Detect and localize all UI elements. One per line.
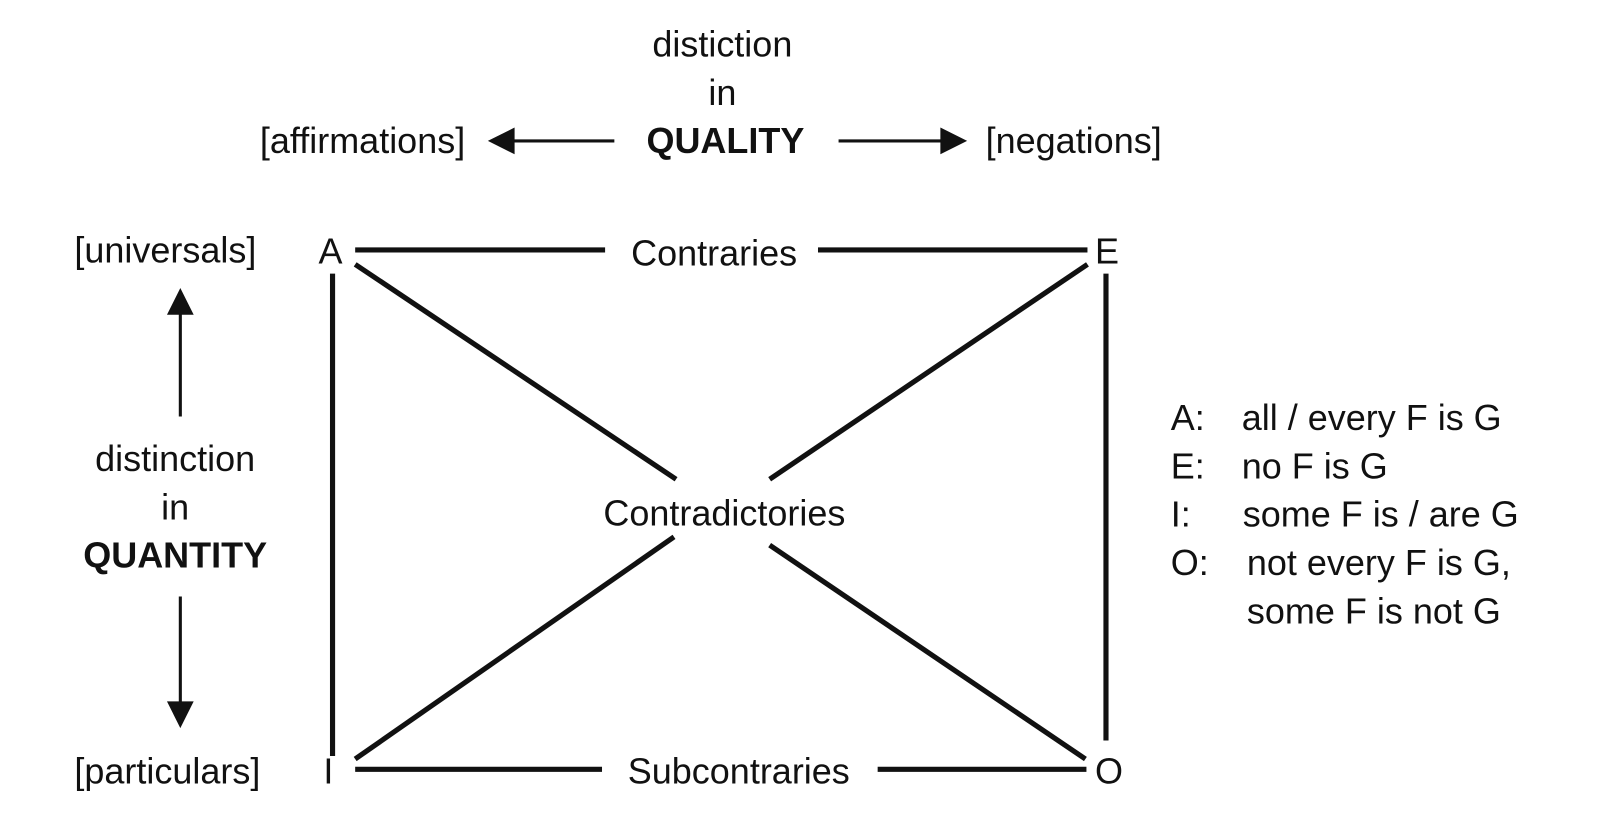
- particulars-label: [particulars]: [74, 751, 260, 792]
- quality-line2: in: [708, 72, 736, 113]
- legend-text-o: not every F is G,: [1247, 542, 1511, 583]
- subcontraries-label: Subcontraries: [628, 751, 850, 792]
- legend-text-a: all / every F is G: [1242, 397, 1502, 438]
- legend: A: all / every F is G E: no F is G I: so…: [1171, 397, 1519, 631]
- diagonal-a-o-lower: [768, 542, 1087, 762]
- universals-label: [universals]: [74, 229, 256, 270]
- corner-i: I: [323, 751, 333, 792]
- quantity-line2: in: [161, 486, 189, 527]
- contraries-label: Contraries: [631, 232, 797, 273]
- corner-a: A: [318, 230, 342, 271]
- legend-key-i: I:: [1171, 494, 1191, 535]
- diagonal-e-i-upper: [768, 262, 1089, 482]
- arrow-up-icon: [166, 287, 194, 417]
- affirmations-label: [affirmations]: [260, 120, 465, 161]
- corner-e: E: [1095, 230, 1119, 271]
- quantity-line3: QUANTITY: [83, 535, 267, 576]
- legend-key-o: O:: [1171, 542, 1209, 583]
- legend-key-e: E:: [1171, 445, 1205, 486]
- corner-o: O: [1095, 751, 1123, 792]
- legend-text-o-2: some F is not G: [1247, 590, 1501, 631]
- negations-label: [negations]: [986, 120, 1162, 161]
- legend-text-i: some F is / are G: [1243, 494, 1519, 535]
- quality-line1: distiction: [652, 24, 792, 65]
- arrow-right-icon: [838, 127, 968, 155]
- quality-line3: QUALITY: [646, 120, 804, 161]
- legend-key-a: A:: [1171, 397, 1205, 438]
- diagonal-a-o-upper: [353, 262, 678, 482]
- diagonal-e-i-lower: [353, 534, 676, 762]
- arrow-down-icon: [166, 596, 194, 729]
- arrow-left-icon: [487, 127, 615, 155]
- legend-text-e: no F is G: [1242, 445, 1388, 486]
- quantity-line1: distinction: [95, 438, 255, 479]
- contradictories-label: Contradictories: [603, 493, 845, 534]
